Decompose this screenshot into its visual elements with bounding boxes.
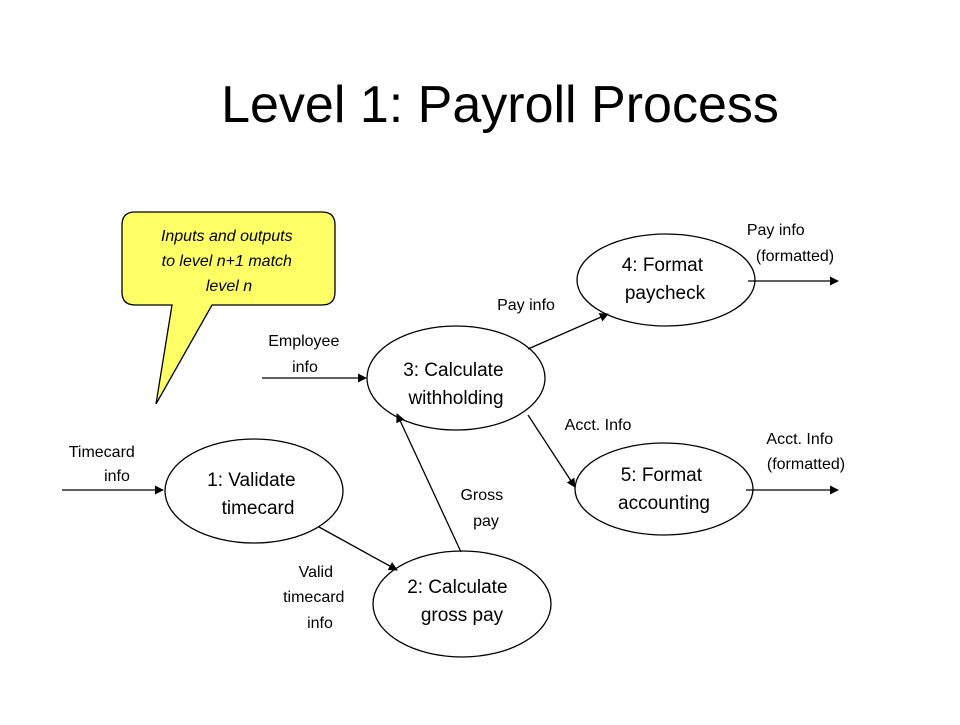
process-2-label: 2: Calculate gross pay (407, 577, 513, 626)
label-timecard-info: Timecard info (69, 444, 140, 485)
label-pay-info-formatted: Pay info (formatted) (747, 222, 834, 265)
label-acct-info: Acct. Info (565, 417, 632, 434)
arrow-pay-info (527, 313, 609, 350)
process-3-calculate-withholding (366, 325, 546, 431)
callout-line: Inputs and outputs (161, 228, 293, 245)
process-1-validate-timecard (164, 438, 344, 544)
process-5-label: 5: Format accounting (618, 465, 710, 514)
process-1-label: 1: Validate timecard (207, 470, 301, 519)
callout-line: to level n+1 match (162, 253, 292, 270)
process-4-format-paycheck (576, 233, 756, 327)
process-3-label: 3: Calculate withholding (403, 360, 509, 409)
label-gross-pay: Gross pay (460, 487, 507, 530)
label-acct-info-formatted: Acct. Info (formatted) (766, 431, 845, 473)
page-title: Level 1: Payroll Process (221, 76, 779, 134)
label-valid-timecard-info: Valid timecard info (283, 564, 349, 632)
process-4-label: 4: Format paycheck (622, 255, 709, 304)
arrow-gross-pay (396, 413, 462, 553)
callout-bubble (121, 211, 336, 405)
arrow-valid-timecard-info (318, 526, 398, 571)
process-5-format-accounting (574, 442, 754, 536)
arrow-acct-info (527, 414, 576, 488)
callout-line: level n (206, 278, 252, 295)
label-pay-info: Pay info (497, 297, 555, 314)
callout-text: Inputs and outputs to level n+1 match le… (161, 228, 297, 295)
process-2-calculate-gross-pay (372, 550, 552, 658)
label-employee-info: Employee info (268, 333, 344, 376)
